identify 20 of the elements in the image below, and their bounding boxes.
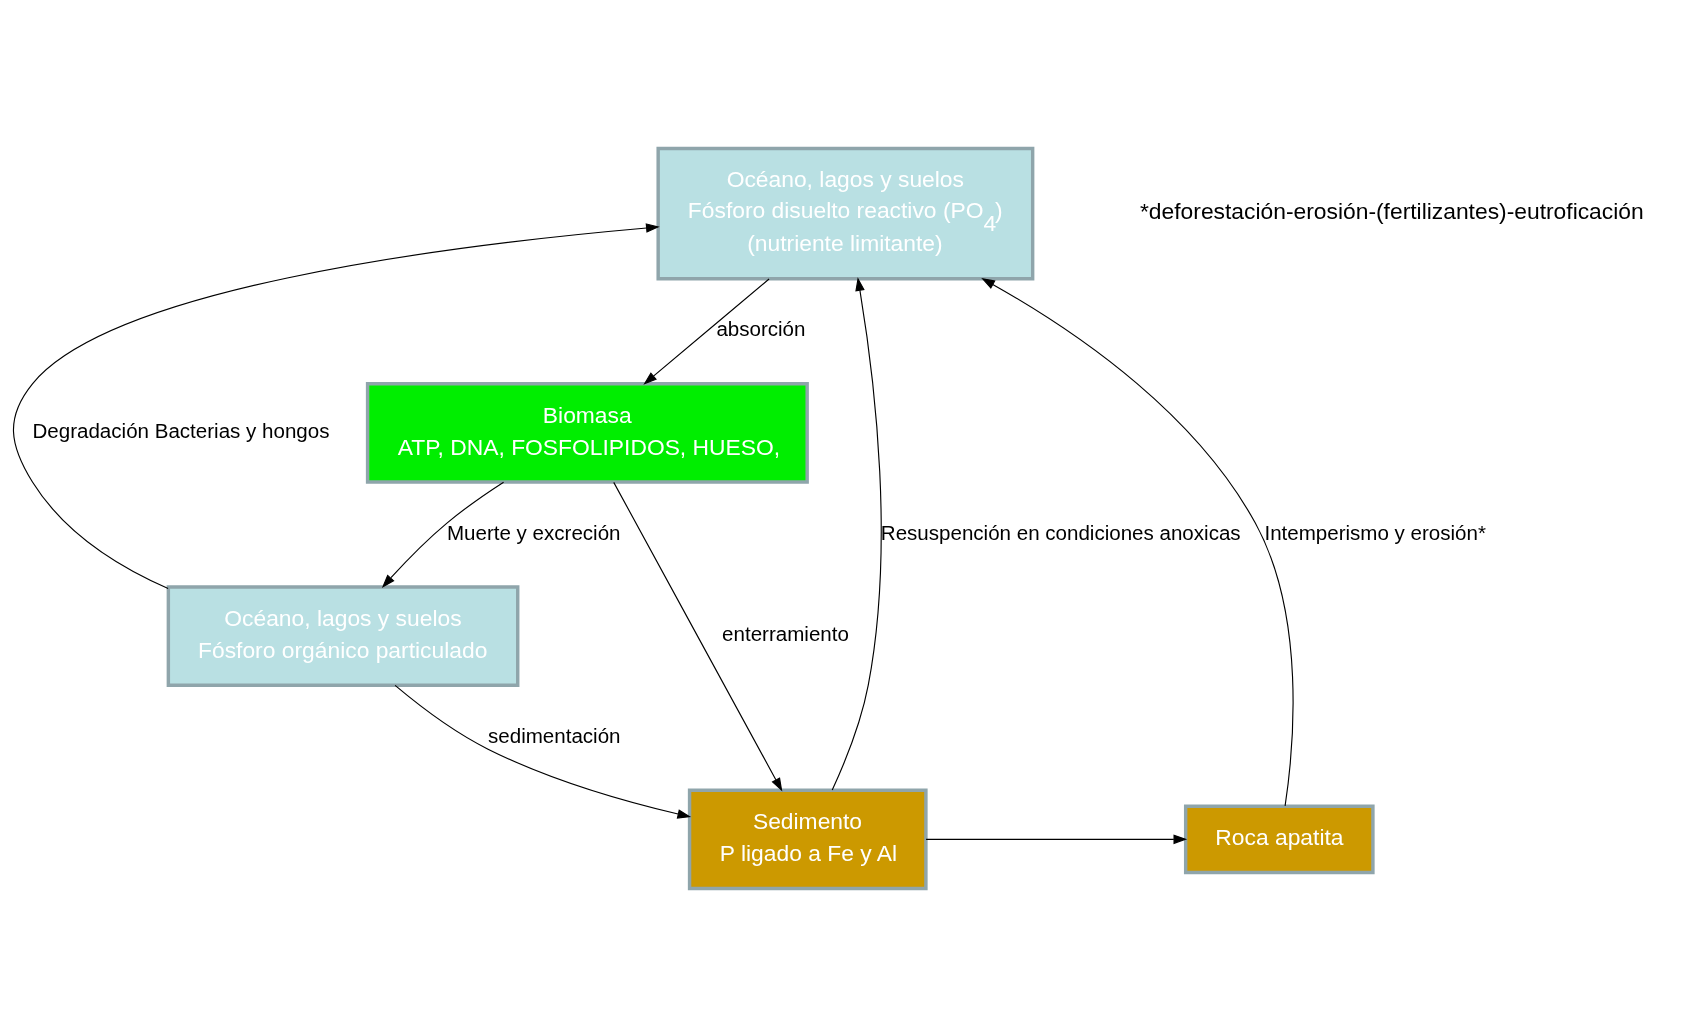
edge-label: Intemperismo y erosión* bbox=[1264, 520, 1486, 544]
arrow bbox=[381, 481, 505, 588]
arrow bbox=[613, 481, 783, 792]
label: *deforestación-erosión-(fertilizantes)-eutroficación bbox=[1139, 197, 1644, 224]
edge-label: Degradación Bacterias y hongos bbox=[32, 418, 330, 442]
node-box: Sedimento P ligado a Fe y Al bbox=[687, 788, 928, 890]
arrow bbox=[831, 276, 882, 791]
node-box: Biomasa ATP, DNA, FOSFOLIPIDOS, HUESO, bbox=[365, 381, 809, 484]
edge-label: Muerte y excreción bbox=[446, 520, 621, 544]
arrow bbox=[12, 222, 660, 589]
arrow bbox=[394, 684, 692, 819]
edge-label: absorción bbox=[716, 316, 806, 340]
edge-label: enterramiento bbox=[722, 621, 849, 645]
arrow bbox=[981, 277, 1294, 806]
edge-label: Resuspención en condiciones anoxicas bbox=[880, 520, 1241, 544]
edge-label: sedimentación bbox=[488, 723, 621, 747]
node-box: Roca apatita bbox=[1183, 804, 1375, 874]
node-box: Océano, lagos y suelos Fósforo orgánico particulado bbox=[166, 584, 520, 687]
arrow bbox=[925, 834, 1188, 844]
arrow bbox=[643, 277, 770, 385]
